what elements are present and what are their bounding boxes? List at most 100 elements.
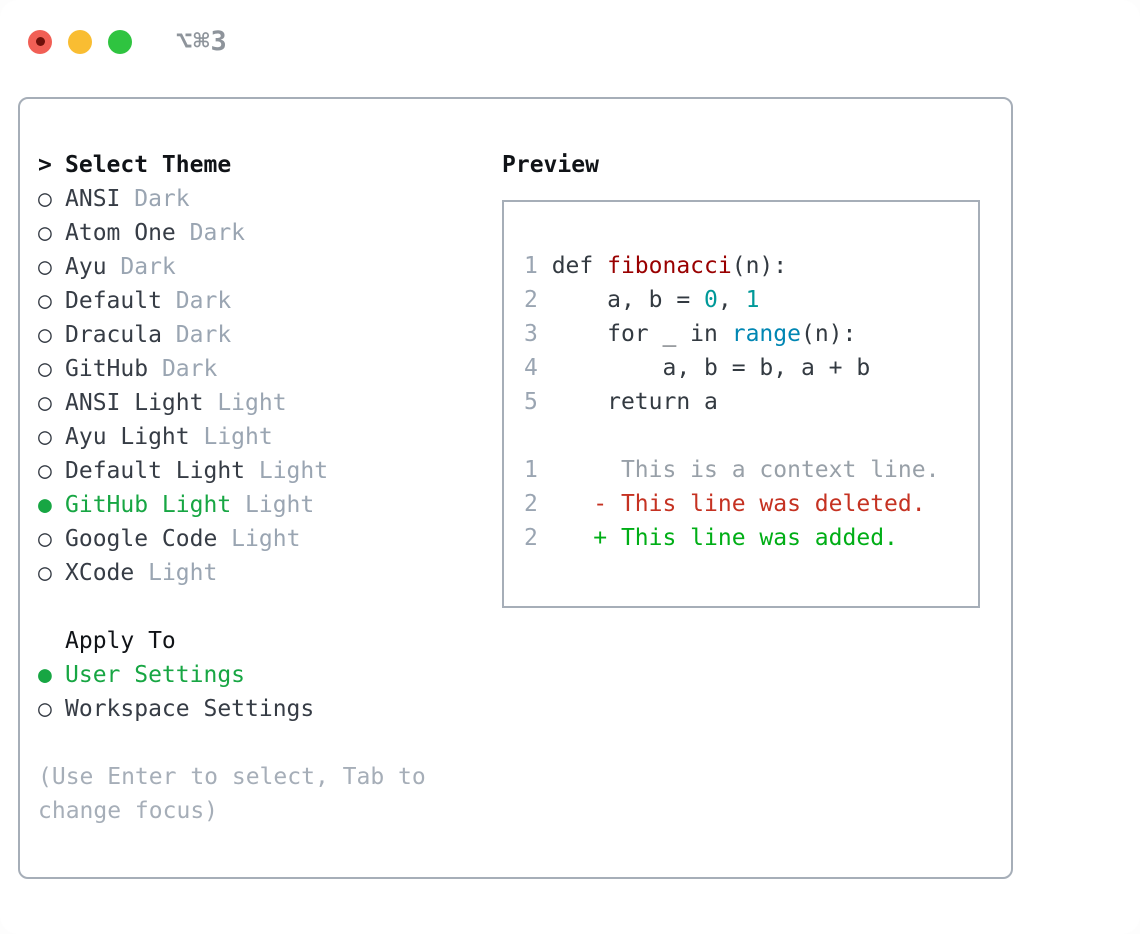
line-number: 3 <box>524 321 552 347</box>
line-number: 1 <box>524 457 552 483</box>
radio-icon: ○ <box>38 390 52 416</box>
preview-title: Preview <box>502 152 599 178</box>
preview-column: Preview 1 def fibonacci(n):2 a, b = 0, 1… <box>502 148 1011 877</box>
radio-icon: ○ <box>38 424 52 450</box>
prompt-icon: > <box>38 152 52 178</box>
theme-variant: Light <box>245 458 329 484</box>
theme-option-ansi-dark[interactable]: ○ ANSI Dark <box>38 182 502 216</box>
theme-option-github-dark[interactable]: ○GitHub Dark <box>38 352 502 386</box>
deleted-line: 2 - This line was deleted. <box>524 487 978 521</box>
radio-icon: ○ <box>38 458 52 484</box>
theme-variant: Light <box>217 526 301 552</box>
titlebar: ⌥⌘3 <box>28 26 228 57</box>
context-line: 1 This is a context line. <box>524 453 978 487</box>
code-segment: a, b = b, a + b <box>551 355 871 381</box>
theme-variant: Dark <box>161 288 232 314</box>
code-line: 1 def fibonacci(n): <box>524 249 978 283</box>
theme-name: ANSI <box>65 186 121 212</box>
code-segment <box>552 491 594 517</box>
line-number: 1 <box>524 253 552 279</box>
code-line: 2 a, b = 0, 1 <box>524 283 978 317</box>
code-segment: return a <box>551 389 718 415</box>
code-line: 4 a, b = b, a + b <box>524 351 978 385</box>
theme-name: Default <box>65 288 162 314</box>
theme-option-default-light-light[interactable]: ○ Default Light Light <box>38 454 502 488</box>
code-segment: + This line was added. <box>593 525 898 551</box>
code-segment: - This line was deleted. <box>593 491 926 517</box>
theme-option-github-light-light[interactable]: ● GitHub Light Light <box>38 488 502 522</box>
spacer <box>524 419 978 453</box>
radio-icon: ○ <box>38 560 52 586</box>
zoom-button[interactable] <box>108 29 132 54</box>
code-segment: for _ in <box>551 321 732 347</box>
code-segment: (n): <box>800 321 857 347</box>
code-segment: (n): <box>731 253 788 279</box>
radio-icon: ○ <box>38 186 52 212</box>
code-segment: 1 <box>745 287 760 313</box>
theme-name: Google Code <box>65 526 218 552</box>
theme-list-column: >Select Theme ○ANSI Dark○Atom One Dark○A… <box>38 148 502 877</box>
theme-option-dracula-dark[interactable]: ○Dracula Dark <box>38 318 502 352</box>
theme-name: Default Light <box>65 458 246 484</box>
radio-icon: ○ <box>38 696 52 722</box>
theme-name: GitHub Light <box>65 492 232 518</box>
line-number: 4 <box>524 355 552 381</box>
apply-option-label: Workspace Settings <box>65 696 315 722</box>
radio-icon: ○ <box>38 220 52 246</box>
theme-name: GitHub <box>65 356 149 382</box>
theme-variant: Dark <box>175 220 246 246</box>
radio-icon: ● <box>38 662 52 688</box>
theme-option-ayu-light-light[interactable]: ○ Ayu Light Light <box>38 420 502 454</box>
minimize-button[interactable] <box>68 29 92 54</box>
theme-option-default-dark[interactable]: ○ Default Dark <box>38 284 502 318</box>
code-segment: fibonacci <box>607 253 732 279</box>
code-segment: range <box>731 321 801 347</box>
theme-variant: Light <box>231 492 315 518</box>
radio-icon: ○ <box>38 288 52 314</box>
line-number: 5 <box>524 389 552 415</box>
theme-option-google-code-light[interactable]: ○ Google Code Light <box>38 522 502 556</box>
code-segment: a, b = <box>551 287 705 313</box>
radio-icon: ○ <box>38 254 52 280</box>
theme-name: ANSI Light <box>65 390 204 416</box>
theme-option-xcode-light[interactable]: ○XCode Light <box>38 556 502 590</box>
close-button[interactable] <box>28 29 52 54</box>
keyboard-hint-line-1: (Use Enter to select, Tab to <box>38 764 426 790</box>
radio-icon: ○ <box>38 526 52 552</box>
code-segment: This is a context line. <box>551 457 940 483</box>
apply-to-header: Apply To <box>38 624 502 658</box>
apply-option-workspace-settings[interactable]: ○ Workspace Settings <box>38 692 502 726</box>
spacer <box>38 726 502 760</box>
theme-variant: Light <box>134 560 218 586</box>
apply-option-label: User Settings <box>65 662 246 688</box>
diff-sample: 1 This is a context line.2 - This line w… <box>524 453 978 555</box>
theme-option-ayu-dark[interactable]: ○Ayu Dark <box>38 250 502 284</box>
apply-option-user-settings[interactable]: ● User Settings <box>38 658 502 692</box>
line-number: 2 <box>524 287 552 313</box>
line-number: 2 <box>524 525 552 551</box>
spacer <box>38 590 502 624</box>
theme-picker-panel: >Select Theme ○ANSI Dark○Atom One Dark○A… <box>18 97 1013 879</box>
select-theme-header: >Select Theme <box>38 148 502 182</box>
window-title: ⌥⌘3 <box>176 26 228 57</box>
theme-name: Dracula <box>65 322 162 348</box>
radio-icon: ● <box>38 492 52 518</box>
keyboard-hint-line-2: change focus) <box>38 798 219 824</box>
theme-variant: Light <box>203 390 287 416</box>
added-line: 2 + This line was added. <box>524 521 978 555</box>
theme-variant: Dark <box>148 356 218 382</box>
code-line: 5 return a <box>524 385 978 419</box>
theme-name: Atom One <box>65 220 176 246</box>
theme-option-ansi-light-light[interactable]: ○ ANSI Light Light <box>38 386 502 420</box>
code-line: 3 for _ in range(n): <box>524 317 978 351</box>
theme-option-atom-one-dark[interactable]: ○ Atom One Dark <box>38 216 502 250</box>
code-segment <box>552 525 594 551</box>
code-segment: , <box>717 287 746 313</box>
theme-variant: Light <box>189 424 273 450</box>
apply-to-title: Apply To <box>65 628 176 654</box>
theme-name: Ayu Light <box>65 424 190 450</box>
theme-variant: Dark <box>120 186 190 212</box>
